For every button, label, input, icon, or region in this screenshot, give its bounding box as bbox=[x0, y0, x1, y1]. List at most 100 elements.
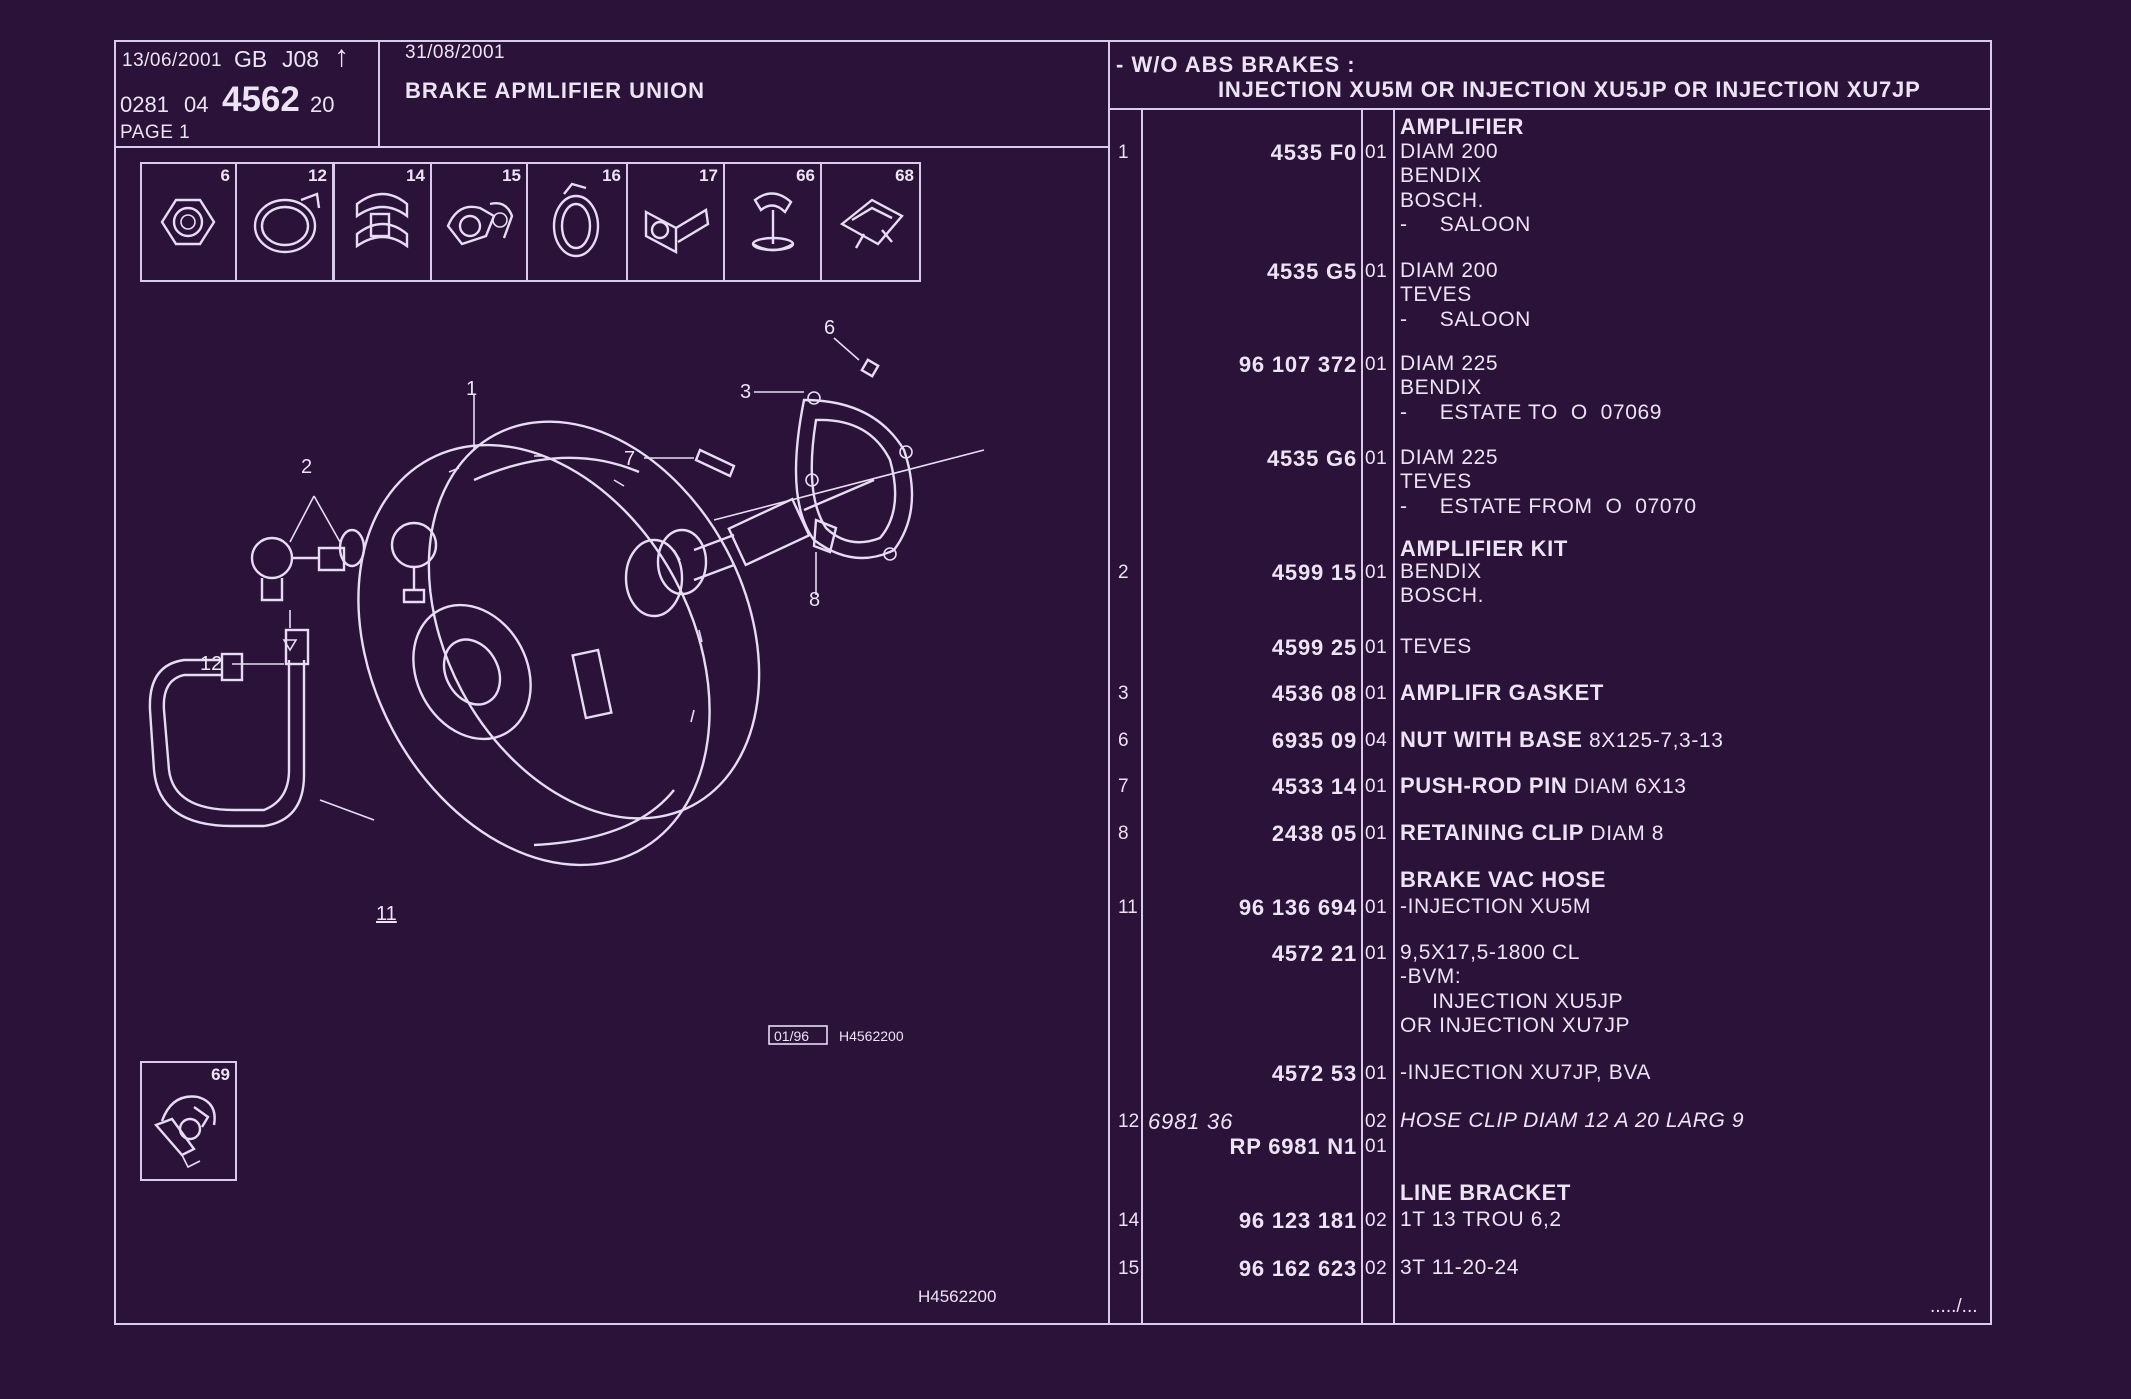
part-desc-line: INJECTION XU5JP bbox=[1400, 989, 1624, 1013]
part-desc: PUSH-ROD PIN DIAM 6X13 bbox=[1400, 774, 1687, 799]
ring-clip-icon bbox=[552, 182, 600, 258]
part-desc: AMPLIFR GASKET bbox=[1400, 681, 1604, 706]
part-desc-line: -INJECTION XU5M bbox=[1400, 895, 1592, 918]
part-ref: 14 bbox=[1118, 1210, 1140, 1231]
header-date-1: 13/06/2001 bbox=[122, 50, 223, 71]
icon-box-68: 68 bbox=[820, 162, 921, 282]
part-desc-line: 3T 11-20-24 bbox=[1400, 1256, 1520, 1279]
part-desc-line: BENDIX bbox=[1400, 560, 1482, 583]
part-desc-bold: PUSH-ROD PIN bbox=[1400, 773, 1568, 798]
part-desc-line: - ESTATE TO O 07069 bbox=[1400, 400, 1663, 424]
header-date-2: 31/08/2001 bbox=[405, 42, 506, 63]
part-qty: 01 bbox=[1365, 354, 1388, 375]
header-code-a: 0281 bbox=[120, 92, 169, 117]
condition-line-1: - W/O ABS BRAKES : bbox=[1116, 52, 1356, 77]
part-number: 4572 53 bbox=[1271, 1061, 1357, 1086]
header-divider bbox=[378, 40, 380, 148]
condition-bottom-line bbox=[1108, 108, 1992, 110]
part-number: 2438 05 bbox=[1271, 821, 1357, 846]
pipe-clip-icon bbox=[644, 208, 710, 254]
part-desc: RETAINING CLIP DIAM 8 bbox=[1400, 821, 1664, 846]
header-code-b: 04 bbox=[184, 92, 209, 117]
part-number: RP 6981 N1 bbox=[1229, 1134, 1357, 1159]
callout-1: 1 bbox=[466, 378, 477, 400]
vacuum-hose-drawing bbox=[148, 610, 310, 828]
header-page: PAGE 1 bbox=[120, 122, 191, 143]
part-desc-line: BOSCH. bbox=[1400, 188, 1485, 212]
column-divider-pn bbox=[1361, 108, 1363, 1325]
callout-6: 6 bbox=[824, 317, 835, 339]
part-qty: 01 bbox=[1365, 823, 1388, 844]
part-qty: 02 bbox=[1365, 1258, 1388, 1279]
part-heading: BRAKE VAC HOSE bbox=[1400, 867, 1607, 892]
part-desc-line: BENDIX bbox=[1400, 164, 1482, 188]
part-heading: LINE BRACKET bbox=[1400, 1180, 1571, 1205]
header-code-c: 20 bbox=[310, 92, 335, 117]
pin-part-drawing bbox=[694, 448, 736, 478]
callout-2: 2 bbox=[301, 456, 312, 478]
part-ref: 15 bbox=[1118, 1258, 1140, 1279]
amplifier-gasket-drawing bbox=[713, 391, 985, 561]
icon-number: 15 bbox=[502, 166, 521, 185]
part-desc-bold: AMPLIFR GASKET bbox=[1400, 680, 1604, 705]
part-desc-line: DIAM 200 bbox=[1400, 140, 1499, 163]
line-bracket-icon bbox=[355, 192, 409, 249]
part-number: 4533 14 bbox=[1271, 774, 1357, 799]
icon-number: 6 bbox=[220, 166, 230, 185]
part-qty: 01 bbox=[1365, 448, 1388, 469]
part-ref: 12 bbox=[1118, 1111, 1140, 1132]
part-qty: 01 bbox=[1365, 142, 1388, 163]
stamp-box-text: 01/96 bbox=[774, 1028, 809, 1044]
part-number: 96 123 181 bbox=[1238, 1208, 1357, 1233]
part-ref: 3 bbox=[1118, 683, 1129, 704]
icon-number: 12 bbox=[308, 166, 327, 185]
clip-part-drawing bbox=[812, 518, 838, 554]
header-bottom-line bbox=[114, 146, 1110, 148]
stamp-box bbox=[768, 1025, 828, 1045]
part-qty: 01 bbox=[1365, 562, 1388, 583]
stud-clip-icon bbox=[751, 192, 795, 252]
icon-number: 17 bbox=[699, 166, 718, 185]
part-number: 96 162 623 bbox=[1238, 1256, 1357, 1281]
part-ref: 1 bbox=[1118, 142, 1129, 163]
part-qty: 01 bbox=[1365, 683, 1388, 704]
column-divider-qty bbox=[1393, 108, 1395, 1325]
part-desc-line: 1T 13 TROU 6,2 bbox=[1400, 1208, 1562, 1231]
icon-number: 69 bbox=[211, 1065, 230, 1084]
part-ref: 8 bbox=[1118, 823, 1129, 844]
icon-box-16: 16 bbox=[526, 162, 628, 282]
header-code-main: 4562 bbox=[222, 80, 300, 119]
part-number: 4599 25 bbox=[1271, 635, 1357, 660]
column-divider-ref bbox=[1141, 108, 1143, 1325]
part-number: 4599 15 bbox=[1271, 560, 1357, 585]
part-qty: 02 bbox=[1365, 1210, 1388, 1231]
bracket-clip-icon bbox=[839, 198, 904, 249]
part-desc-line: TEVES bbox=[1400, 635, 1472, 658]
part-desc-line: 9,5X17,5-1800 CL bbox=[1400, 941, 1581, 964]
callout-3: 3 bbox=[740, 381, 751, 403]
footer-ref: H4562200 bbox=[918, 1287, 996, 1306]
amplifier-servo-drawing bbox=[357, 420, 875, 867]
part-number: 6935 09 bbox=[1271, 728, 1357, 753]
part-desc-line: OR INJECTION XU7JP bbox=[1400, 1013, 1631, 1037]
part-desc-line: TEVES bbox=[1400, 470, 1472, 494]
elbow-fitting-drawing bbox=[250, 528, 366, 602]
callout-11: 11 bbox=[376, 903, 397, 925]
part-qty: 01 bbox=[1365, 261, 1388, 282]
callout-12: 12 bbox=[200, 653, 222, 675]
part-desc-line: BOSCH. bbox=[1400, 584, 1485, 608]
part-ref: 11 bbox=[1118, 897, 1138, 918]
part-qty: 04 bbox=[1365, 730, 1388, 751]
continuation-mark: ...../... bbox=[1930, 1296, 1978, 1317]
part-number: 4536 08 bbox=[1271, 681, 1357, 706]
double-clip-icon bbox=[446, 202, 514, 246]
part-qty: 01 bbox=[1365, 897, 1388, 918]
nut-icon bbox=[160, 198, 216, 246]
part-desc-italic: HOSE CLIP DIAM 12 A 20 LARG 9 bbox=[1400, 1109, 1745, 1132]
part-desc-line: TEVES bbox=[1400, 283, 1472, 307]
part-number-italic: 6981 36 bbox=[1148, 1109, 1234, 1134]
nut-part-drawing bbox=[860, 358, 880, 378]
hose-clip-icon bbox=[253, 192, 321, 254]
part-qty: 01 bbox=[1365, 943, 1388, 964]
icon-box-69: 69 bbox=[140, 1061, 237, 1181]
